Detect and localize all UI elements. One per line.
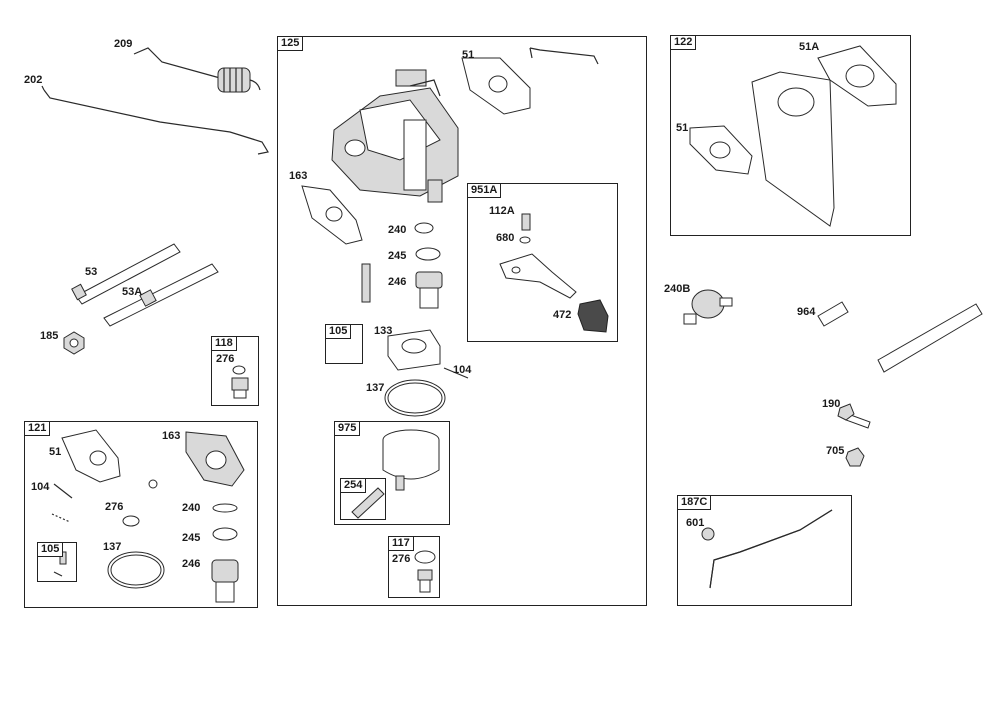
box-975-label: 975 (334, 421, 361, 436)
box-121-label: 121 (24, 421, 51, 436)
part-label-246-carb: 246 (388, 276, 407, 288)
box-105-kit: 105 (37, 542, 77, 582)
part-label-51a: 51A (799, 41, 820, 53)
box-125: 125 (277, 36, 647, 606)
part-label-104-carb: 104 (453, 364, 472, 376)
choke-lever-drawing (499, 213, 609, 333)
stud-drawing (71, 243, 219, 327)
kit-121-drawing (51, 429, 245, 603)
part-label-51-carb: 51 (462, 49, 475, 61)
fuel-line-drawing (701, 509, 833, 589)
part-label-202: 202 (24, 74, 43, 86)
part-label-472: 472 (553, 309, 572, 321)
box-975: 975 (334, 421, 450, 525)
box-951a: 951A (467, 183, 618, 342)
spacer-plate-drawing (689, 45, 897, 227)
part-label-112a: 112A (489, 205, 515, 217)
part-label-51-kit: 51 (49, 446, 62, 458)
fitting-117-drawing (414, 550, 436, 593)
part-label-137-kit: 137 (103, 541, 122, 553)
part-label-163-kit: 163 (162, 430, 181, 442)
part-label-276-117: 276 (392, 553, 411, 565)
sleeve-drawing (817, 301, 983, 373)
bolt-drawing (837, 403, 871, 429)
box-254-label: 254 (340, 478, 367, 493)
part-label-163-carb: 163 (289, 170, 308, 182)
part-label-705: 705 (826, 445, 845, 457)
fuel-bowl-drawing (351, 429, 440, 519)
box-118-label: 118 (211, 336, 237, 351)
part-label-51-spacer: 51 (676, 122, 689, 134)
part-label-53a: 53A (122, 286, 143, 298)
box-254: 254 (340, 478, 386, 520)
box-105-kit-label: 105 (37, 542, 64, 557)
box-187c-label: 187C (677, 495, 712, 510)
nut-drawing (63, 331, 85, 355)
part-label-240-kit: 240 (182, 502, 201, 514)
flange-nut-drawing (845, 447, 865, 467)
box-122-label: 122 (670, 35, 697, 50)
box-117-label: 117 (388, 536, 414, 551)
box-122: 122 (670, 35, 911, 236)
part-label-240-carb: 240 (388, 224, 407, 236)
box-121: 121 (24, 421, 258, 608)
governor-link-rod-drawing (41, 85, 269, 155)
part-label-245-kit: 245 (182, 532, 201, 544)
box-951a-label: 951A (467, 183, 502, 198)
part-label-209: 209 (114, 38, 133, 50)
part-label-276-kit: 276 (105, 501, 124, 513)
part-label-137-carb: 137 (366, 382, 385, 394)
part-label-680: 680 (496, 232, 515, 244)
carburetor-drawing (301, 47, 599, 417)
part-label-53: 53 (85, 266, 98, 278)
box-105-carb: 105 (325, 324, 363, 364)
part-label-104-kit: 104 (31, 481, 50, 493)
part-label-185: 185 (40, 330, 59, 342)
part-label-190: 190 (822, 398, 841, 410)
part-label-246-kit: 246 (182, 558, 201, 570)
box-117: 117 (388, 536, 440, 598)
box-125-label: 125 (277, 36, 304, 51)
part-label-240b: 240B (664, 283, 691, 295)
box-105-carb-label: 105 (325, 324, 352, 339)
fitting-118-drawing (231, 365, 249, 399)
box-187c: 187C (677, 495, 852, 606)
box-118: 118 (211, 336, 259, 406)
part-label-964: 964 (797, 306, 816, 318)
part-label-276-118: 276 (216, 353, 235, 365)
part-label-601: 601 (686, 517, 705, 529)
primer-bulb-drawing (683, 289, 733, 325)
part-label-133: 133 (374, 325, 393, 337)
governor-spring-drawing (133, 47, 261, 93)
part-label-245-carb: 245 (388, 250, 407, 262)
